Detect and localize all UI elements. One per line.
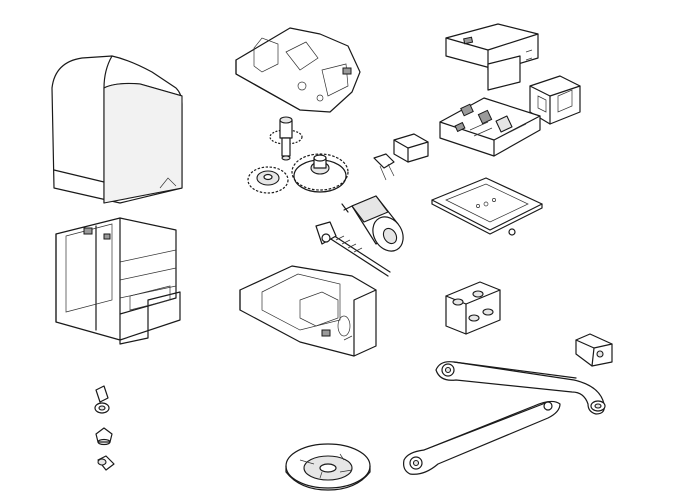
upper-housing-icon	[235, 27, 361, 113]
key-icon	[97, 455, 115, 471]
chassis-frame-icon	[55, 217, 181, 345]
limit-switch-block-icon	[445, 281, 501, 335]
board-cover-icon	[445, 23, 539, 91]
knob-icon	[95, 427, 113, 446]
bracket-icon	[575, 333, 613, 367]
electric-motor-icon	[341, 195, 404, 252]
release-lever-icon	[94, 385, 110, 414]
motor-cover-icon	[51, 55, 183, 204]
straight-arm-icon	[403, 400, 561, 475]
worm-shaft-icon	[315, 221, 391, 277]
curved-arm-icon	[435, 361, 606, 415]
circuit-board-icon	[439, 97, 541, 157]
mounting-plate-icon	[431, 177, 543, 236]
connector-icon	[373, 133, 429, 181]
pinion-gear-icon	[269, 116, 303, 161]
lower-housing-icon	[239, 265, 377, 357]
gear-train-icon	[247, 153, 349, 194]
transformer-icon	[529, 75, 581, 125]
base-disc-icon	[285, 443, 371, 491]
